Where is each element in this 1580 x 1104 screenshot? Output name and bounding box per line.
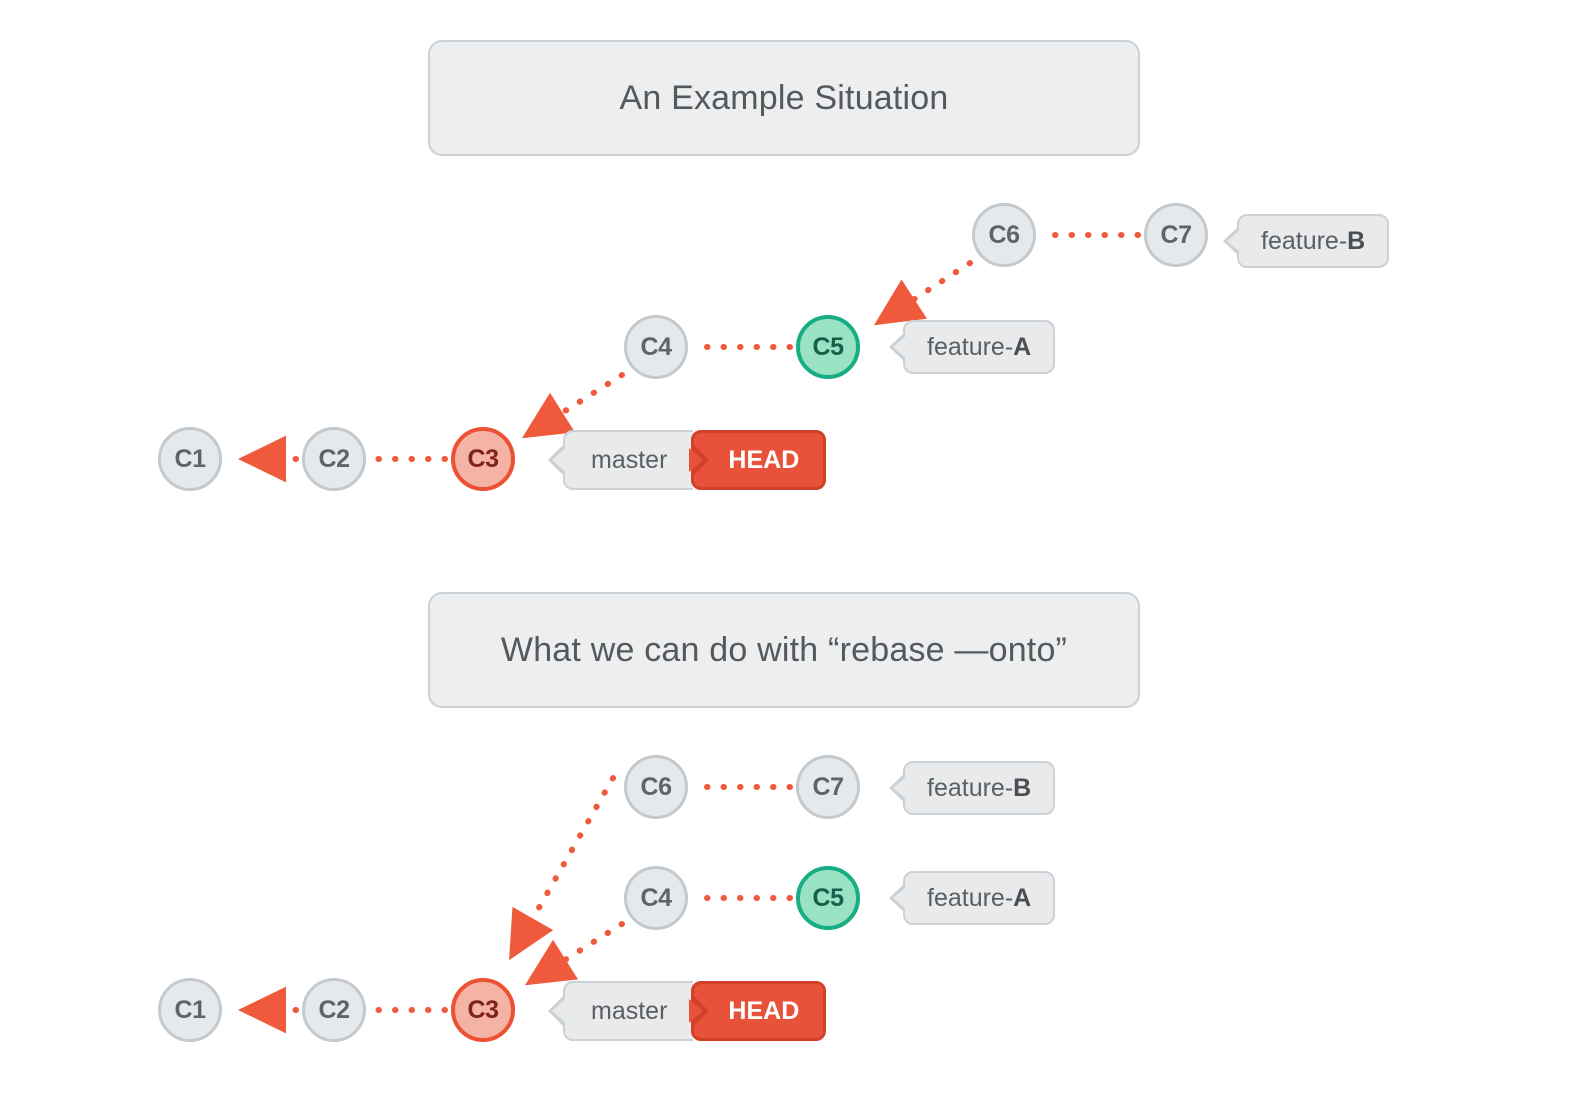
branch-label-master[interactable]: master [548, 430, 694, 490]
commit-node-c6[interactable]: C6 [972, 203, 1036, 267]
ref-label-feature-a[interactable]: feature-A [889, 320, 1056, 374]
head-badge[interactable]: HEAD [689, 981, 827, 1041]
label-notch-icon [548, 443, 566, 477]
ref-label-prefix: feature- [1261, 226, 1348, 255]
commit-node-c2[interactable]: C2 [302, 427, 366, 491]
commit-node-c6-b[interactable]: C6 [624, 755, 688, 819]
ref-label-prefix: feature- [927, 883, 1014, 912]
ref-label-prefix: feature- [927, 332, 1014, 361]
commit-node-c5[interactable]: C5 [796, 315, 860, 379]
commit-node-c7[interactable]: C7 [1144, 203, 1208, 267]
label-notch-icon [548, 994, 566, 1028]
head-badge[interactable]: HEAD [689, 430, 827, 490]
ref-label-suffix: B [1347, 226, 1366, 255]
branch-label-text: master [591, 996, 668, 1025]
ref-label-feature-b[interactable]: feature-B [1223, 214, 1390, 268]
ref-label-suffix: B [1013, 773, 1032, 802]
edge-c6-c5 [873, 260, 973, 326]
commit-node-c5-b[interactable]: C5 [796, 866, 860, 930]
ref-label-suffix: A [1013, 883, 1032, 912]
section-title-example: An Example Situation [428, 40, 1140, 156]
ref-label-feature-b-b[interactable]: feature-B [889, 761, 1056, 815]
commit-node-c2-b[interactable]: C2 [302, 978, 366, 1042]
head-notch-icon [689, 443, 710, 477]
label-notch-icon [889, 332, 906, 362]
commit-node-c3-b[interactable]: C3 [451, 978, 515, 1042]
branch-label-text: master [591, 445, 668, 474]
edge-c4-c3 [521, 372, 625, 439]
edge-c4-c3-b [524, 921, 625, 986]
commit-node-c1-b[interactable]: C1 [158, 978, 222, 1042]
label-notch-icon [1223, 226, 1240, 256]
commit-node-c4[interactable]: C4 [624, 315, 688, 379]
commit-node-c4-b[interactable]: C4 [624, 866, 688, 930]
branch-pill-master-head[interactable]: master HEAD [548, 430, 827, 490]
label-notch-icon [889, 773, 906, 803]
head-notch-icon [689, 994, 710, 1028]
head-badge-text: HEAD [728, 445, 800, 474]
branch-pill-master-head-b[interactable]: master HEAD [548, 981, 827, 1041]
branch-label-master[interactable]: master [548, 981, 694, 1041]
label-notch-icon [889, 883, 906, 913]
edge-c6-c3-b [509, 775, 616, 961]
ref-label-prefix: feature- [927, 773, 1014, 802]
section-title-rebase-onto: What we can do with “rebase —onto” [428, 592, 1140, 708]
commit-node-c7-b[interactable]: C7 [796, 755, 860, 819]
commit-node-c3[interactable]: C3 [451, 427, 515, 491]
ref-label-suffix: A [1013, 332, 1032, 361]
commit-node-c1[interactable]: C1 [158, 427, 222, 491]
head-badge-text: HEAD [728, 996, 800, 1025]
ref-label-feature-a-b[interactable]: feature-A [889, 871, 1056, 925]
edges-bottom [238, 775, 793, 1034]
